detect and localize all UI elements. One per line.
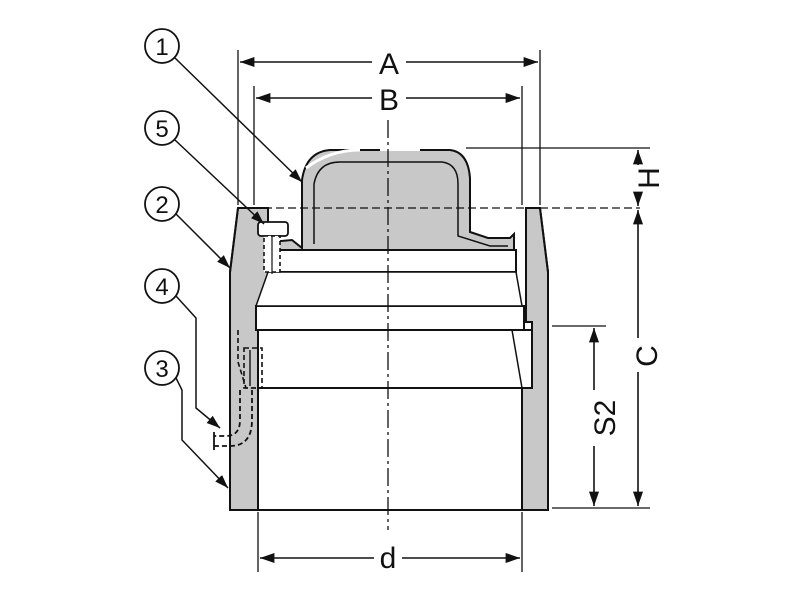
bolt [257,221,289,274]
cover-lid [266,148,515,251]
dimension-label-d: d [380,542,397,575]
dimension-label-b: B [379,84,399,117]
callout-2: 2 [144,186,231,269]
dimension-d: d [257,512,523,575]
frame-body [229,207,549,511]
callout-1: 1 [144,28,303,183]
dimension-label-c: C [631,345,664,367]
callout-label-5: 5 [155,116,168,143]
dimension-c: C [552,210,664,509]
dimension-label-h: H [633,167,666,189]
callout-label-3: 3 [155,356,168,383]
callout-label-1: 1 [155,34,168,61]
dimension-b: B [253,84,523,205]
dimension-label-a: A [379,48,399,81]
dimension-a: A [237,48,541,205]
dimension-s2: S2 [552,325,622,506]
callout-5: 5 [144,110,265,225]
dimension-label-s2: S2 [589,400,622,437]
callout-label-2: 2 [155,192,168,219]
dimension-h: H [466,147,666,206]
callout-3: 3 [144,350,229,489]
hinge-hook [213,330,263,450]
callout-label-4: 4 [155,274,168,301]
callout-4: 4 [144,268,221,429]
